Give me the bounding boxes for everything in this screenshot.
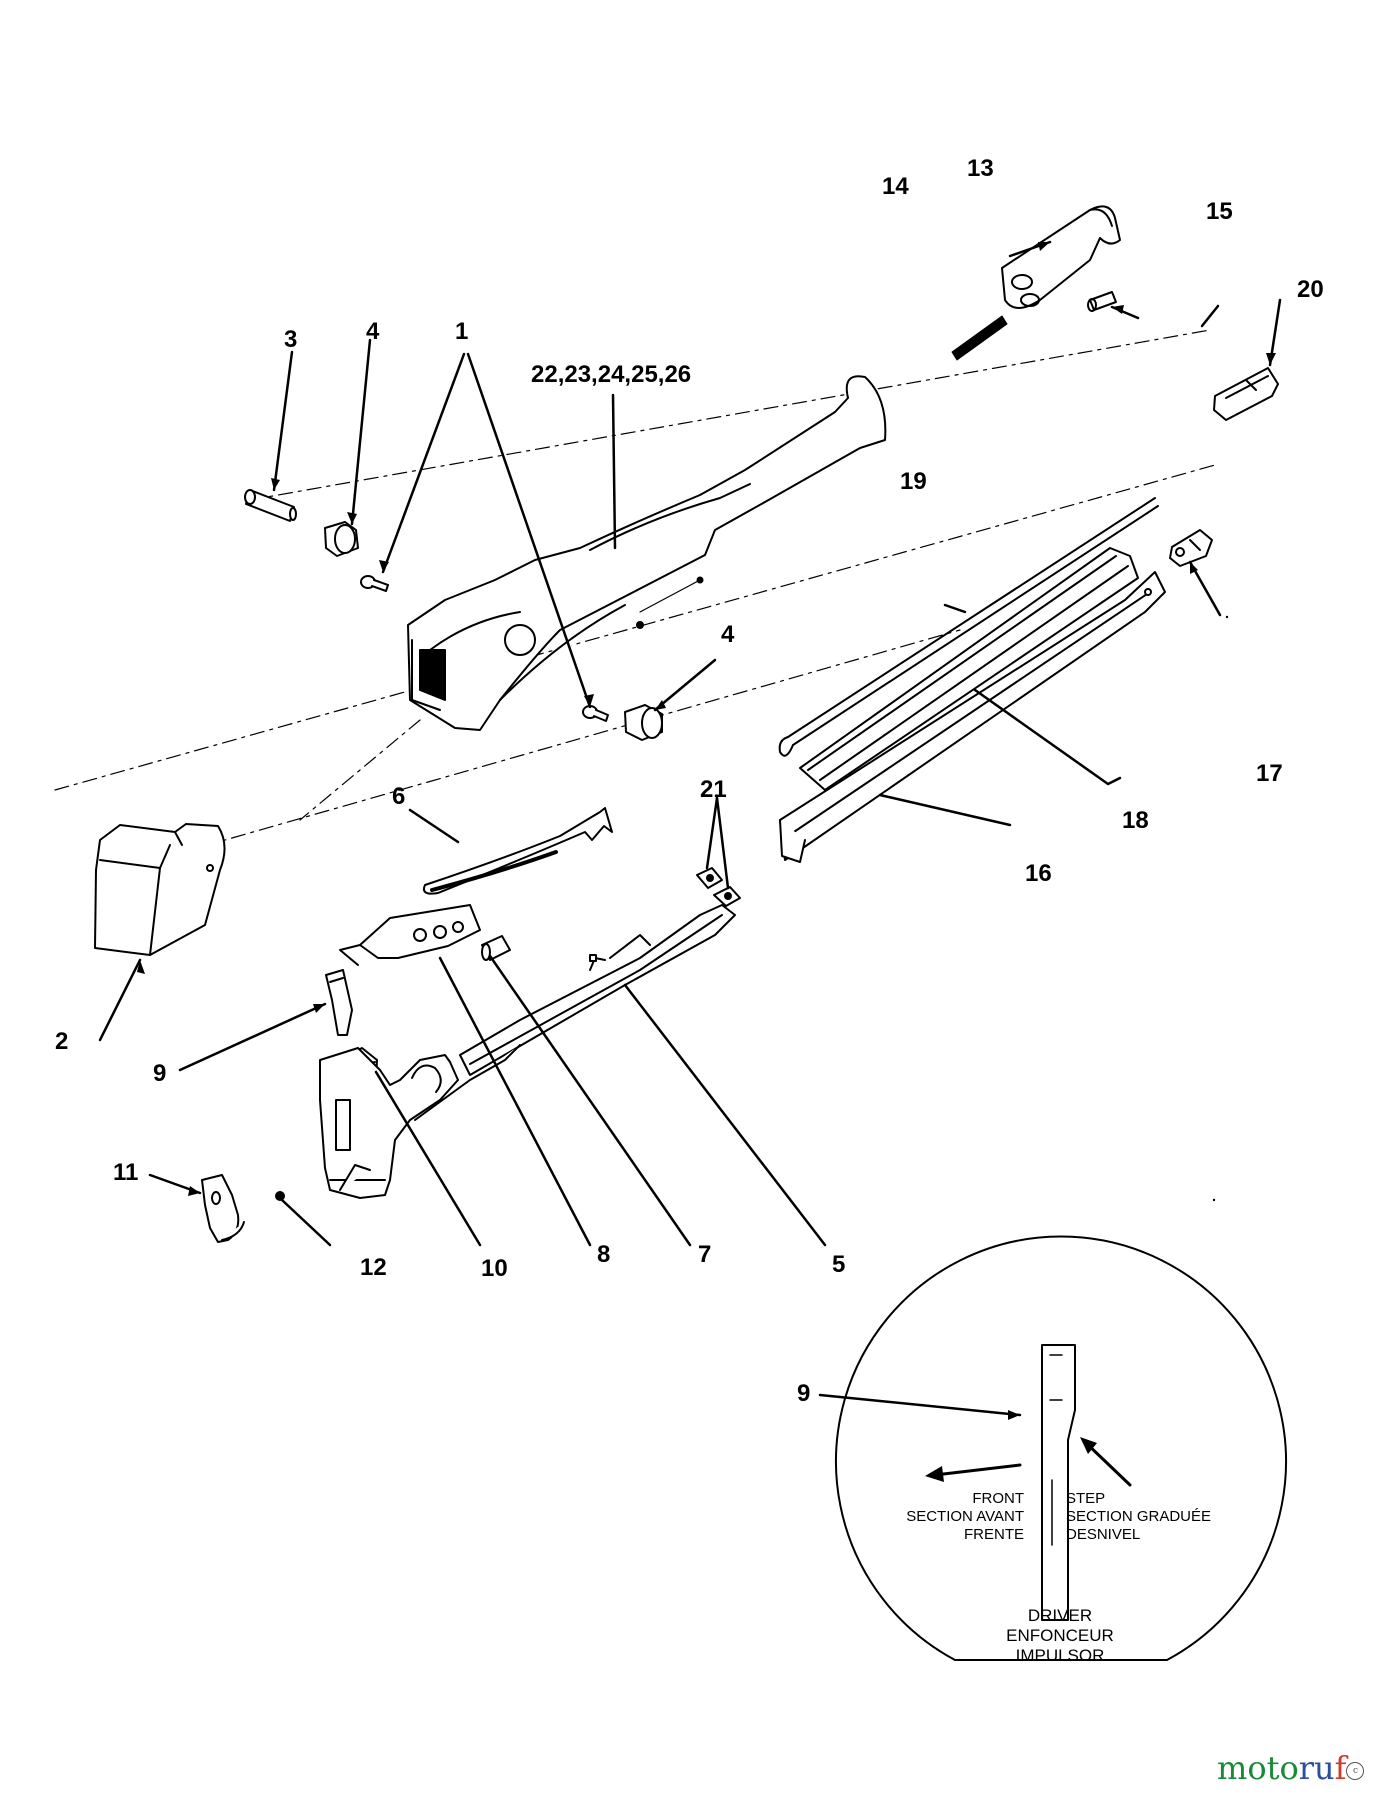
callout-21: 21 — [700, 776, 727, 803]
copyright-seal-icon: c — [1346, 1761, 1365, 1780]
driver-profile-detail — [1041, 1344, 1076, 1621]
callout-6: 6 — [392, 783, 406, 810]
callout-5: 5 — [832, 1251, 846, 1278]
hook-part — [201, 1174, 245, 1243]
bushing-part-lower — [624, 704, 663, 741]
bushing-part-upper — [324, 521, 359, 557]
step-arrow — [1083, 1440, 1132, 1487]
screw-part-lower — [582, 705, 609, 722]
driver-caption-en: DRIVER — [1027, 1606, 1093, 1625]
roller-part — [481, 935, 511, 961]
small-pin-part — [1087, 291, 1117, 312]
callout-2: 2 — [55, 1028, 69, 1055]
stop-clip-part — [1169, 529, 1213, 567]
speck-dot — [1225, 615, 1229, 619]
step-caption: STEP SECTION GRADUÉE DESNIVEL — [1066, 1490, 1211, 1544]
leader-arrowheads — [137, 242, 1276, 1420]
driver-blade-part — [325, 969, 353, 1036]
callout-10: 10 — [481, 1255, 508, 1282]
spring-part — [951, 315, 1008, 361]
pusher-rod-part — [778, 497, 1159, 757]
pin-part — [275, 1191, 285, 1201]
front-arrow — [933, 1463, 1022, 1477]
step-arrowhead — [1080, 1437, 1097, 1454]
front-caption-es: FRENTE — [964, 1526, 1024, 1543]
front-caption-en: FRONT — [972, 1490, 1024, 1507]
front-caption: FRONT SECTION AVANT FRENTE — [872, 1490, 1024, 1544]
callout-13: 13 — [967, 155, 994, 182]
clip-part — [1213, 367, 1279, 421]
screw-part-upper — [360, 575, 389, 592]
watermark-part-3: f — [1334, 1749, 1347, 1787]
step-caption-es: DESNIVEL — [1066, 1526, 1141, 1543]
main-lever-part — [459, 904, 736, 1076]
callout-12: 12 — [360, 1254, 387, 1281]
link-part — [696, 867, 741, 907]
base-frame-part — [319, 1044, 521, 1199]
callout-9-detail: 9 — [797, 1380, 811, 1407]
lever-plate-part — [339, 904, 481, 966]
callout-20: 20 — [1297, 276, 1324, 303]
staple-channel-part — [799, 547, 1139, 791]
watermark-part-2: ru — [1298, 1749, 1335, 1787]
step-caption-en: STEP — [1066, 1490, 1106, 1507]
callout-11: 11 — [113, 1159, 139, 1186]
driver-caption: DRIVER ENFONCEUR IMPULSOR — [970, 1606, 1150, 1666]
driver-caption-fr: ENFONCEUR — [1006, 1626, 1114, 1645]
callout-15: 15 — [1206, 198, 1233, 225]
callout-22-26: 22,23,24,25,26 — [531, 361, 692, 388]
roll-pin-part — [244, 489, 297, 522]
callout-17: 17 — [1256, 760, 1283, 787]
callout-7: 7 — [698, 1241, 712, 1268]
callout-4-upper: 4 — [366, 318, 380, 345]
latch-part — [1001, 205, 1121, 309]
nose-guard-part — [94, 823, 226, 956]
driver-caption-es: IMPULSOR — [1015, 1646, 1105, 1665]
callout-16: 16 — [1025, 860, 1052, 887]
callout-1: 1 — [455, 318, 469, 345]
callout-8: 8 — [597, 1241, 611, 1268]
front-caption-fr: SECTION AVANT — [906, 1508, 1024, 1525]
callout-19: 19 — [900, 468, 927, 495]
driver-detail-circle — [835, 1235, 1287, 1661]
speck-dot — [1212, 1198, 1216, 1202]
watermark-part-1: moto — [1217, 1749, 1299, 1787]
step-caption-fr: SECTION GRADUÉE — [1066, 1508, 1212, 1525]
callout-4-lower: 4 — [721, 621, 735, 648]
magazine-part — [779, 571, 1166, 863]
leader-lines — [98, 240, 1282, 1417]
callout-9: 9 — [153, 1060, 167, 1087]
handle-housing-part — [407, 375, 887, 731]
callout-3: 3 — [284, 326, 298, 353]
callout-18: 18 — [1122, 807, 1149, 834]
assembly-axis-lines — [54, 329, 1216, 871]
leaf-spring-part — [422, 807, 613, 895]
front-arrowhead — [925, 1466, 944, 1482]
callout-14: 14 — [882, 173, 909, 200]
